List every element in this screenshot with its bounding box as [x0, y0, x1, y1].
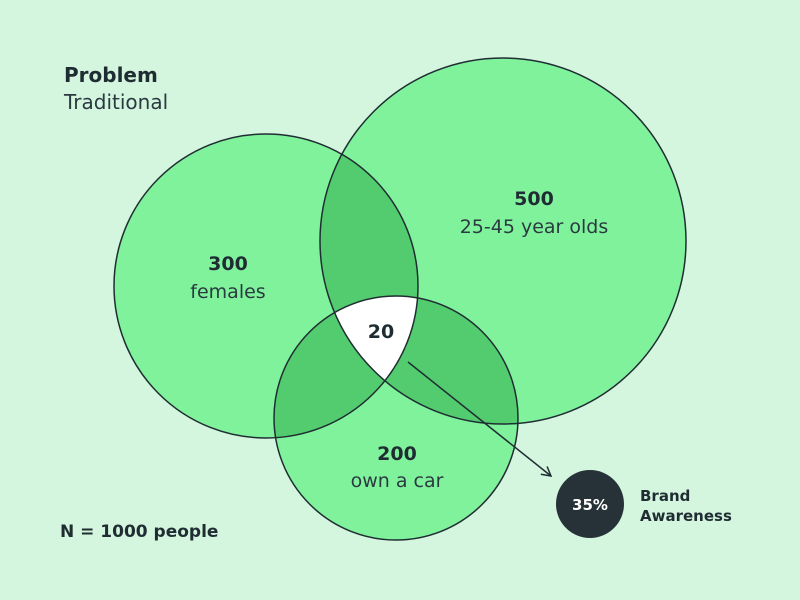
outline-age-25-45 — [319, 57, 687, 425]
heading: Problem Traditional — [64, 62, 168, 116]
page-title: Problem — [64, 63, 158, 87]
females-count: 300 — [208, 253, 248, 275]
brand-awareness-label-line2: Awareness — [640, 507, 732, 525]
outline-females — [113, 133, 419, 439]
brand-awareness-label: Brand Awareness — [640, 486, 732, 526]
brand-awareness-percent: 35% — [572, 496, 608, 514]
intersection-count: 20 — [368, 321, 394, 343]
brand-awareness-badge — [556, 470, 624, 538]
callout-arrow — [407, 361, 553, 477]
page-subtitle: Traditional — [64, 90, 169, 114]
outline-own-car — [273, 295, 519, 541]
car-count: 200 — [377, 443, 417, 465]
age-count: 500 — [514, 188, 554, 210]
age-label: 25-45 year olds — [460, 216, 609, 238]
females-label: females — [190, 281, 265, 303]
sample-size-note: N = 1000 people — [60, 522, 219, 542]
car-label: own a car — [351, 470, 444, 492]
brand-awareness-label-line1: Brand — [640, 487, 691, 505]
